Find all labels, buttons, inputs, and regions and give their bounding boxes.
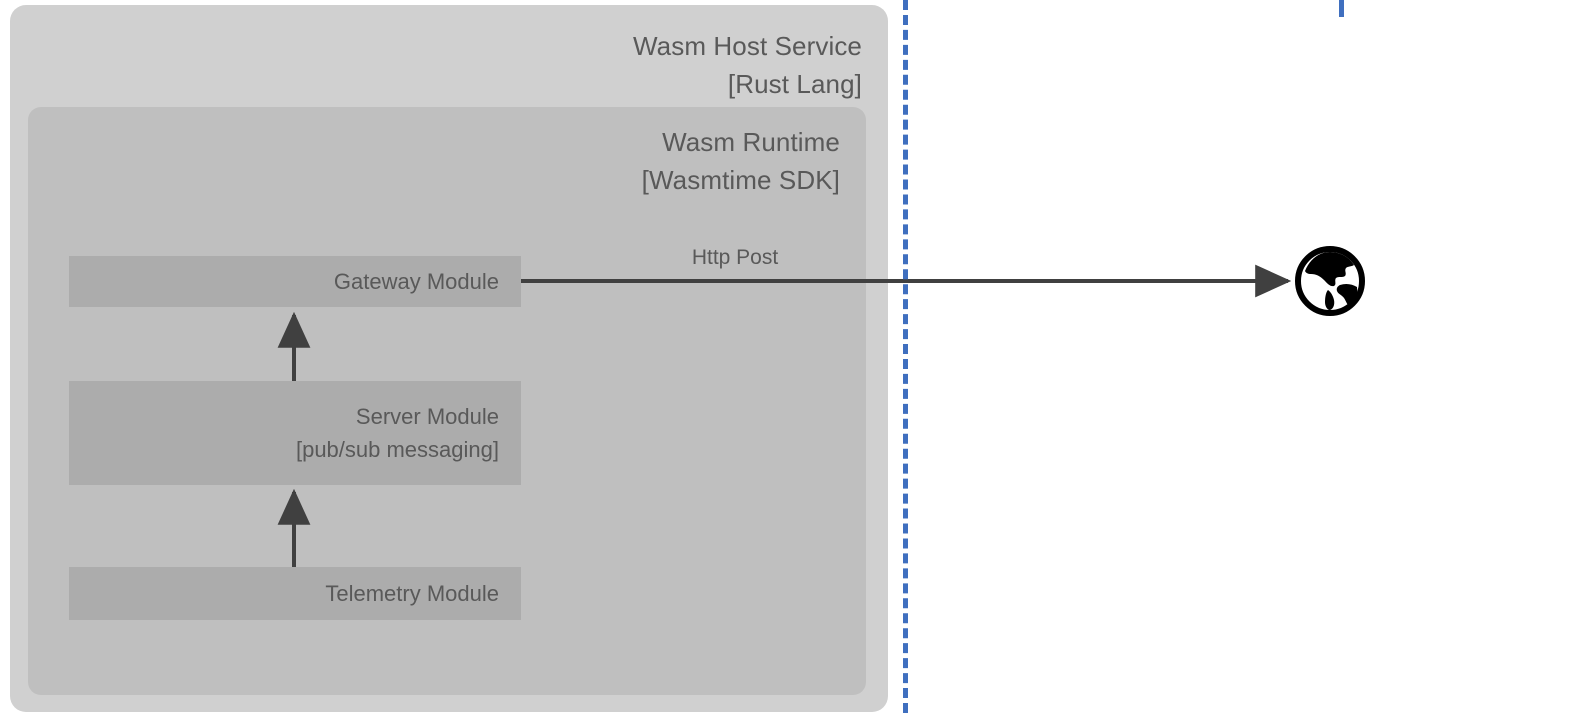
- wasm-runtime-title: Wasm Runtime: [662, 127, 840, 157]
- module-gateway[interactable]: Gateway Module: [69, 256, 521, 307]
- edge-label-http-post: Http Post: [691, 246, 779, 269]
- globe-icon[interactable]: [1294, 245, 1366, 317]
- module-telemetry[interactable]: Telemetry Module: [69, 567, 521, 620]
- host-service-container[interactable]: Wasm Host Service [Rust Lang] Wasm Runti…: [10, 5, 888, 712]
- module-server-subtitle: [pub/sub messaging]: [295, 437, 499, 462]
- module-server-title: Server Module: [355, 404, 499, 429]
- wasm-runtime-label: Wasm Runtime [Wasmtime SDK]: [240, 123, 840, 199]
- host-service-label: Wasm Host Service [Rust Lang]: [262, 27, 862, 103]
- network-boundary-dashed-line: [903, 0, 908, 713]
- module-server[interactable]: Server Module [pub/sub messaging]: [69, 381, 521, 485]
- wasm-runtime-subtitle: [Wasmtime SDK]: [641, 165, 840, 195]
- module-gateway-title: Gateway Module: [333, 269, 499, 294]
- host-service-title: Wasm Host Service: [633, 31, 862, 61]
- host-service-subtitle: [Rust Lang]: [727, 69, 862, 99]
- module-telemetry-title: Telemetry Module: [325, 581, 499, 606]
- network-boundary-tick: [1339, 0, 1344, 17]
- wasm-runtime-container[interactable]: Wasm Runtime [Wasmtime SDK] Gateway Modu…: [28, 107, 866, 695]
